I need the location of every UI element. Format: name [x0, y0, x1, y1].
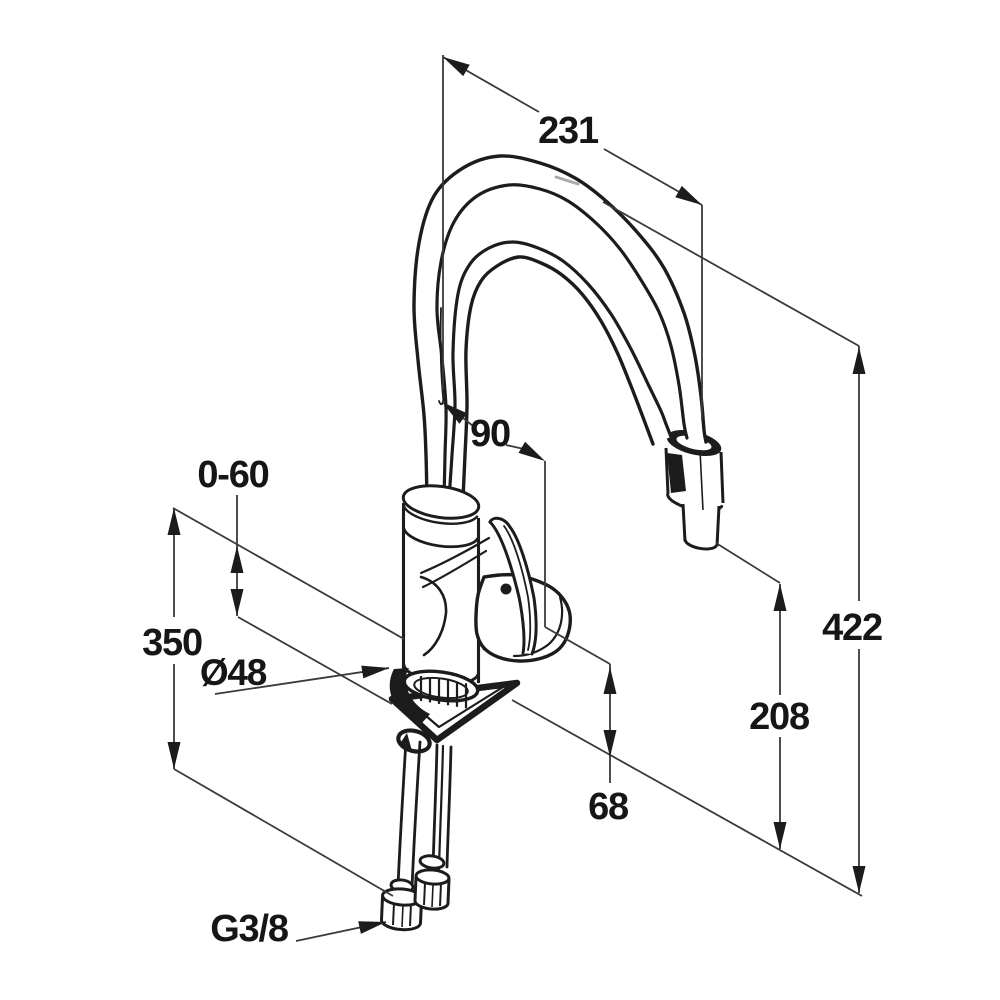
svg-text:422: 422 [822, 607, 882, 649]
svg-text:68: 68 [588, 786, 628, 828]
svg-text:G3/8: G3/8 [210, 908, 288, 950]
svg-text:90: 90 [470, 413, 510, 455]
svg-text:0-60: 0-60 [197, 454, 268, 496]
svg-text:231: 231 [538, 110, 599, 152]
svg-text:208: 208 [749, 696, 809, 738]
svg-text:Ø48: Ø48 [200, 652, 267, 693]
svg-text:350: 350 [142, 622, 202, 664]
